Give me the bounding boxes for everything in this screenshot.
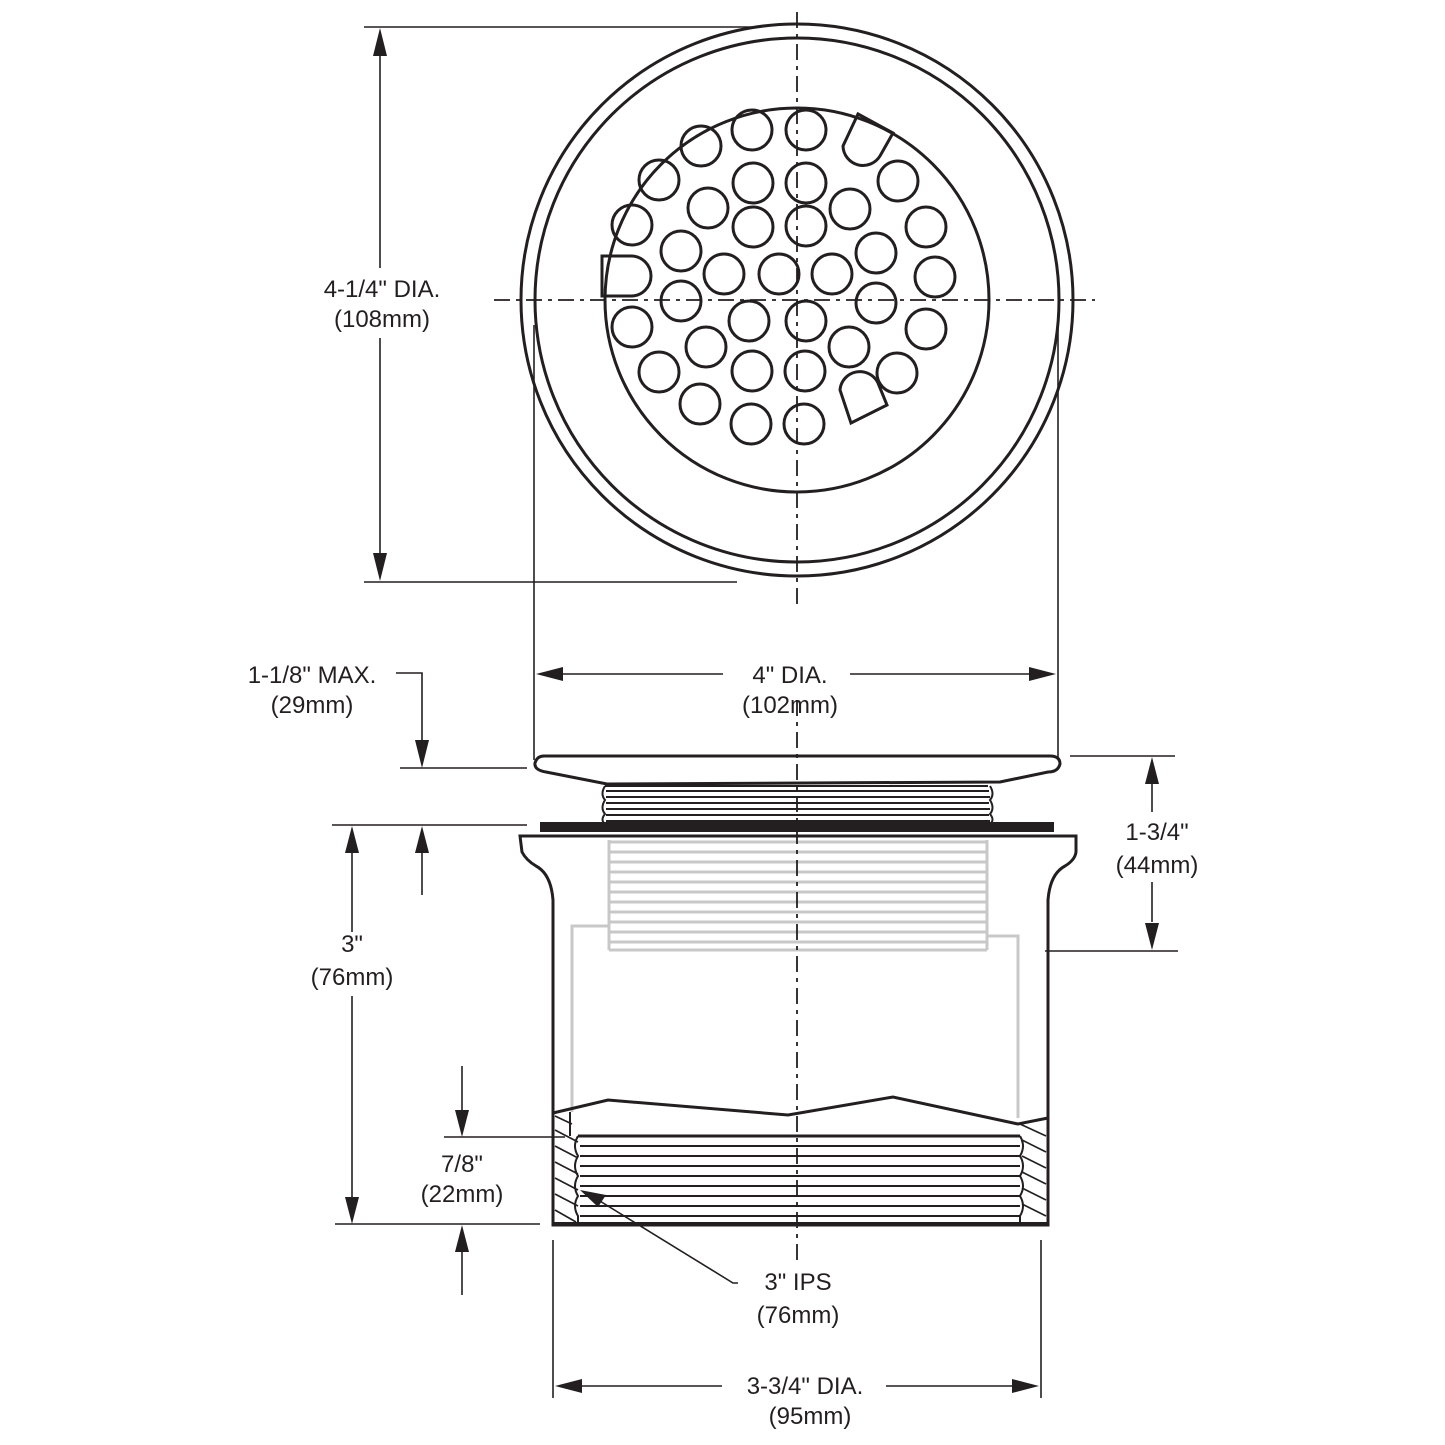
- gasket: [540, 822, 1054, 832]
- max-thickness-dimension: [332, 672, 527, 895]
- bottom-thread-metric: (22mm): [421, 1181, 504, 1208]
- bottom-thread-dimension: [444, 1066, 565, 1295]
- pipe-size-metric: (76mm): [757, 1302, 840, 1329]
- flange-cap: [533, 754, 1062, 786]
- d-slots: [600, 111, 896, 426]
- cutaway-line: [552, 1095, 1049, 1126]
- thread-height-label: 1-3/4": [1125, 819, 1188, 846]
- side-view: [518, 700, 1078, 1265]
- section-hatching: [554, 1115, 1047, 1223]
- max-thickness-metric: (29mm): [271, 692, 354, 719]
- bottom-threads: [553, 1112, 1048, 1226]
- body-diameter-label: 3-3/4" DIA.: [747, 1373, 864, 1400]
- thread-height-metric: (44mm): [1116, 852, 1199, 879]
- max-thickness-label: 1-1/8" MAX.: [248, 662, 377, 689]
- body-height-label: 3": [341, 931, 363, 958]
- pipe-size-leader: [580, 1190, 738, 1284]
- body-height-dimension: [335, 826, 540, 1225]
- outer-diameter-label: 4-1/4" DIA.: [324, 276, 441, 303]
- outer-diameter-metric: (108mm): [334, 306, 430, 333]
- body-diameter-metric: (95mm): [769, 1403, 852, 1430]
- thread-height-dimension: [1045, 755, 1178, 952]
- hidden-threads: [570, 840, 1020, 1118]
- flange-diameter-label: 4" DIA.: [752, 662, 827, 689]
- flange-diameter-metric: (102mm): [742, 692, 838, 719]
- top-view: [364, 12, 1095, 608]
- body-height-metric: (76mm): [311, 964, 394, 991]
- pipe-size-label: 3" IPS: [764, 1269, 831, 1296]
- strainer-holes: [610, 108, 957, 446]
- upper-threads: [601, 785, 994, 825]
- bottom-thread-label: 7/8": [441, 1151, 483, 1178]
- body-diameter-dimension: [552, 1240, 1042, 1398]
- flange-diameter-dimension: [533, 325, 1059, 760]
